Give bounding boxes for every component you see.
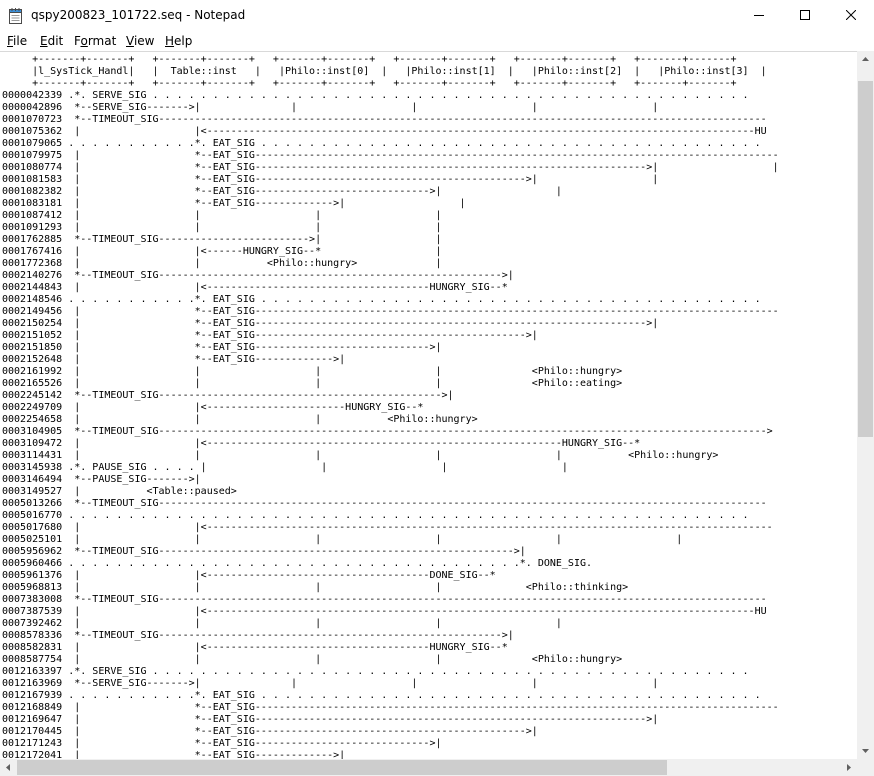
text-line: 0003146494 *--PAUSE_SIG------->| <box>2 474 201 485</box>
text-line: 0000042339 .*. SERVE_SIG . . . . . . . .… <box>2 90 749 101</box>
text-line: 0001082382 | *--EAT_SIG-----------------… <box>2 186 562 197</box>
close-icon <box>846 10 856 20</box>
text-line: 0005968813 | | | | <Philo::thinking> <box>2 582 629 593</box>
text-line: 0001080774 | *--EAT_SIG-----------------… <box>2 162 779 173</box>
scroll-left-button[interactable] <box>0 759 17 776</box>
horizontal-scrollbar[interactable] <box>0 759 857 776</box>
horizontal-scroll-thumb[interactable] <box>17 760 667 775</box>
text-line: 0005960466 . . . . . . . . . . . . . . .… <box>2 558 593 569</box>
scroll-right-button[interactable] <box>840 759 857 776</box>
text-line: 0003149527 | <Table::paused> <box>2 486 237 497</box>
menu-format[interactable]: Format <box>74 34 117 48</box>
text-line: 0012171243 | *--EAT_SIG-----------------… <box>2 738 442 749</box>
text-line: 0001070723 *--TIMEOUT_SIG---------------… <box>2 114 767 125</box>
text-line: 0012169647 | *--EAT_SIG-----------------… <box>2 714 659 725</box>
text-line: 0002144843 | |<-------------------------… <box>2 282 508 293</box>
text-line: 0008587754 | | | | <Philo::hungry> <box>2 654 623 665</box>
text-line: 0007387539 | |<-------------------------… <box>2 606 767 617</box>
text-line: 0012163397 .*. SERVE_SIG . . . . . . . .… <box>2 666 749 677</box>
text-line: 0012168849 | *--EAT_SIG-----------------… <box>2 702 779 713</box>
vertical-scroll-thumb[interactable] <box>858 81 873 437</box>
menu-file[interactable]: File <box>7 34 28 48</box>
text-line: 0005956962 *--TIMEOUT_SIG---------------… <box>2 546 526 557</box>
text-line: +-------+-------+ +-------+-------+ +---… <box>2 78 737 89</box>
text-line: +-------+-------+ +-------+-------+ +---… <box>2 54 737 65</box>
text-line: 0003114431 | | | | | <Philo::hungry> <box>2 450 719 461</box>
close-button[interactable] <box>828 0 874 31</box>
notepad-app-icon <box>9 8 22 24</box>
text-line: |l_SysTick_Handl| | Table::inst | |Philo… <box>2 66 767 77</box>
text-line: 0002140276 *--TIMEOUT_SIG---------------… <box>2 270 514 281</box>
text-line: 0001081583 | *--EAT_SIG-----------------… <box>2 174 659 185</box>
text-line: 0001079975 | *--EAT_SIG-----------------… <box>2 150 779 161</box>
window-title: qspy200823_101722.seq - Notepad <box>31 8 246 22</box>
text-line: 0002165526 | | | | <Philo::eating> <box>2 378 623 389</box>
text-line: 0012163969 *--SERVE_SIG------->| | | | | <box>2 678 659 689</box>
text-line: 0002161992 | | | | <Philo::hungry> <box>2 366 623 377</box>
minimize-icon <box>754 15 764 16</box>
text-line: 0001762885 *--TIMEOUT_SIG---------------… <box>2 234 442 245</box>
chevron-left-icon <box>6 764 10 771</box>
text-line: 0002249709 | |<-----------------------HU… <box>2 402 424 413</box>
text-line: 0002148546 . . . . . . . . . . .*. EAT_S… <box>2 294 761 305</box>
text-line: 0002254658 | | | <Philo::hungry> <box>2 414 478 425</box>
text-line: 0012170445 | *--EAT_SIG-----------------… <box>2 726 538 737</box>
scroll-up-button[interactable] <box>857 51 874 68</box>
menu-bar: File Edit Format View Help <box>0 31 874 51</box>
text-line: 0003145938 .*. PAUSE_SIG . . . . | | | | <box>2 462 568 473</box>
text-line: 0005025101 | | | | | | <box>2 534 683 545</box>
text-line: 0002151850 | *--EAT_SIG-----------------… <box>2 342 442 353</box>
text-line: 0003109472 | |<-------------------------… <box>2 438 641 449</box>
text-line: 0001772368 | | <Philo::hungry> | <box>2 258 442 269</box>
text-line: 0001075362 | |<-------------------------… <box>2 126 767 137</box>
text-line: 0008578336 *--TIMEOUT_SIG---------------… <box>2 630 514 641</box>
menu-view[interactable]: View <box>126 34 155 48</box>
scroll-down-button[interactable] <box>857 742 874 759</box>
text-line: 0005016770 . . . . . . . . . . . . . . .… <box>2 510 749 521</box>
vertical-scrollbar[interactable] <box>857 51 874 759</box>
chevron-right-icon <box>847 764 851 771</box>
text-line: 0001091293 | | | | <box>2 222 442 233</box>
text-line: 0002149456 | *--EAT_SIG-----------------… <box>2 306 779 317</box>
text-line: 0002245142 *--TIMEOUT_SIG---------------… <box>2 390 454 401</box>
chevron-up-icon <box>862 57 869 61</box>
scrollbar-corner <box>857 759 874 776</box>
text-line: 0001087412 | | | | <box>2 210 442 221</box>
text-editor-area[interactable]: +-------+-------+ +-------+-------+ +---… <box>0 51 857 760</box>
maximize-button[interactable] <box>782 0 828 31</box>
text-line: 0003104905 *--TIMEOUT_SIG---------------… <box>2 426 773 437</box>
text-line: 0012167939 . . . . . . . . . . .*. EAT_S… <box>2 690 761 701</box>
text-line: 0001079065 . . . . . . . . . . .*. EAT_S… <box>2 138 761 149</box>
maximize-icon <box>800 10 810 20</box>
menu-help[interactable]: Help <box>165 34 193 48</box>
title-bar[interactable]: qspy200823_101722.seq - Notepad <box>0 0 874 31</box>
text-line: 0002150254 | *--EAT_SIG-----------------… <box>2 318 659 329</box>
text-line: 0005017680 | |<-------------------------… <box>2 522 773 533</box>
document-text: +-------+-------+ +-------+-------+ +---… <box>2 54 779 760</box>
text-line: 0002152648 | *--EAT_SIG------------->| <box>2 354 346 365</box>
chevron-down-icon <box>862 749 869 753</box>
text-line: 0001767416 | |<------HUNGRY_SIG--* | <box>2 246 442 257</box>
text-line: 0007392462 | | | | | <box>2 618 562 629</box>
text-line: 0007383008 *--TIMEOUT_SIG---------------… <box>2 594 767 605</box>
text-line: 0005961376 | |<-------------------------… <box>2 570 496 581</box>
text-line: 0000042896 *--SERVE_SIG------->| | | | | <box>2 102 659 113</box>
text-line: 0005013266 *--TIMEOUT_SIG---------------… <box>2 498 767 509</box>
menu-edit[interactable]: Edit <box>40 34 64 48</box>
text-line: 0012172041 | *--EAT_SIG------------->| <box>2 750 346 760</box>
text-line: 0002151052 | *--EAT_SIG-----------------… <box>2 330 538 341</box>
text-line: 0001083181 | *--EAT_SIG------------->| | <box>2 198 466 209</box>
text-line: 0008582831 | |<-------------------------… <box>2 642 508 653</box>
minimize-button[interactable] <box>736 0 782 31</box>
